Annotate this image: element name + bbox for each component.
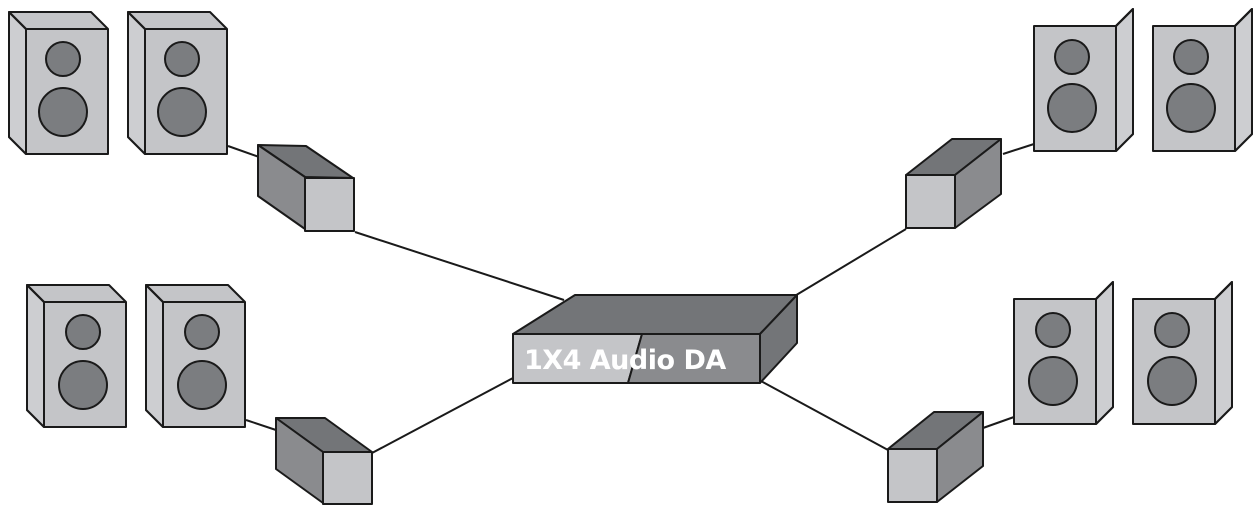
audio-da-box: 1X4 Audio DA [512, 294, 798, 384]
wire-topright-da [792, 228, 907, 298]
woofer [1047, 83, 1097, 133]
wire-bottomleft-da [371, 377, 514, 454]
speaker-group-bottom-right [1013, 281, 1233, 425]
woofer [38, 87, 88, 137]
tweeter [1054, 39, 1090, 75]
tweeter [1035, 312, 1071, 348]
woofer [177, 360, 227, 410]
speaker-6 [1152, 8, 1253, 152]
da-label: 1X4 Audio DA [524, 345, 726, 376]
wire-topleft-da [354, 231, 565, 301]
tweeter [1173, 39, 1209, 75]
speaker-4 [145, 284, 246, 428]
tweeter [45, 41, 81, 77]
adapter-face [322, 451, 373, 505]
woofer [58, 360, 108, 410]
speaker-2 [127, 11, 228, 155]
woofer [1166, 83, 1216, 133]
da-front-right [627, 333, 761, 384]
wire-bottomleft-speaker [245, 419, 280, 432]
adapter-top-right [905, 138, 1002, 229]
woofer [1147, 356, 1197, 406]
da-top [512, 294, 798, 335]
speaker-1 [8, 11, 109, 155]
adapter-bottom-right [887, 411, 984, 503]
adapter-top-left [257, 144, 355, 232]
tweeter [1154, 312, 1190, 348]
wire-bottomright-da [758, 379, 889, 451]
woofer [1028, 356, 1078, 406]
speaker-8 [1132, 281, 1233, 425]
woofer [157, 87, 207, 137]
speaker-3 [26, 284, 127, 428]
tweeter [164, 41, 200, 77]
wire-topleft-speaker [227, 145, 263, 159]
speaker-group-top-right [1033, 8, 1253, 152]
speaker-group-bottom-left [26, 284, 246, 428]
wire-topright-speaker [1002, 143, 1035, 155]
wire-bottomright-speaker [982, 416, 1015, 429]
tweeter [65, 314, 101, 350]
adapter-face [905, 174, 956, 229]
adapter-face [887, 448, 938, 503]
speaker-7 [1013, 281, 1114, 425]
adapter-face [304, 177, 355, 232]
adapter-bottom-left [275, 417, 373, 505]
speaker-group-top-left [8, 11, 228, 155]
wires [227, 143, 1035, 454]
speaker-5 [1033, 8, 1134, 152]
tweeter [184, 314, 220, 350]
